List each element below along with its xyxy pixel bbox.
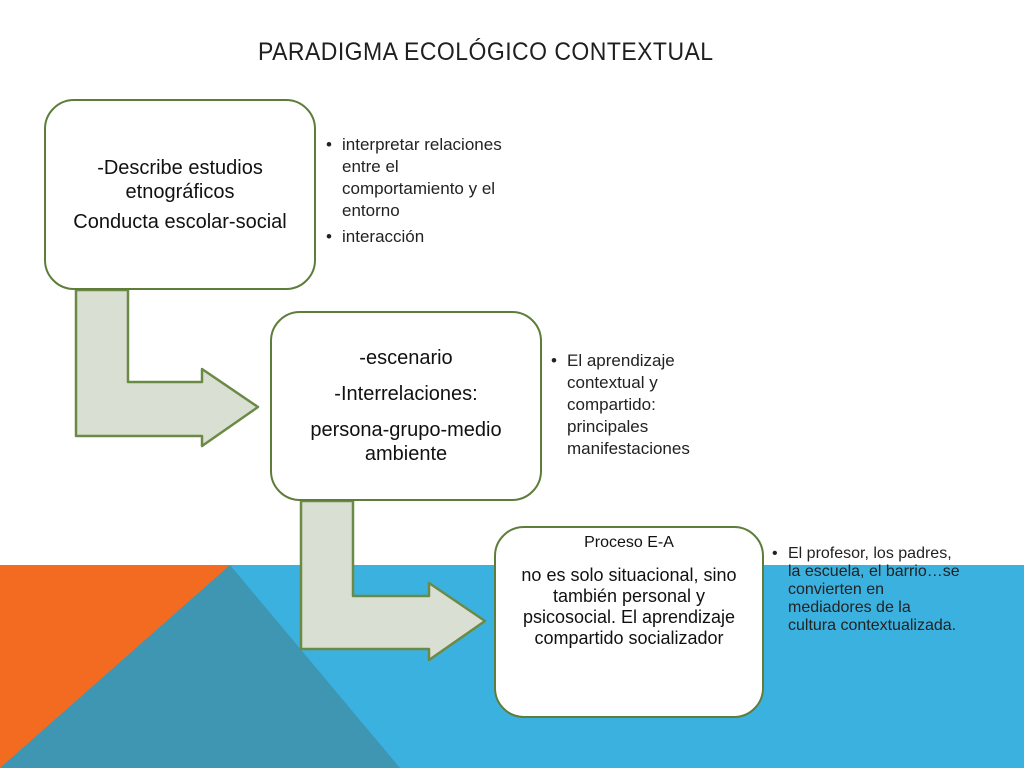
box3-line1: Proceso E-A — [584, 534, 674, 551]
bullet-item: El aprendizaje contextual y compartido: … — [551, 350, 731, 460]
box2-line1: -escenario — [359, 347, 453, 369]
bent-arrow-1 — [74, 288, 260, 448]
box1-line2: Conducta escolar-social — [73, 210, 287, 233]
slide-title: PARADIGMA ECOLÓGICO CONTEXTUAL — [258, 38, 714, 66]
box1-bullet-list: interpretar relaciones entre el comporta… — [326, 134, 506, 252]
box3-bullet-list: El profesor, los padres, la escuela, el … — [772, 545, 962, 639]
bent-arrow-2 — [299, 499, 487, 662]
bullet-item: El profesor, los padres, la escuela, el … — [772, 545, 962, 635]
stage-box-2: -escenario -Interrelaciones: persona-gru… — [270, 311, 542, 501]
bullet-item: interacción — [326, 226, 506, 248]
box2-bullet-list: El aprendizaje contextual y compartido: … — [551, 350, 731, 464]
box2-line3: persona-grupo-medio ambiente — [310, 419, 502, 465]
stage-box-1: -Describe estudios etnográficos Conducta… — [44, 99, 316, 290]
orange-triangle — [0, 565, 230, 768]
stage-box-3: Proceso E-A no es solo situacional, sino… — [494, 526, 764, 718]
box1-line1: -Describe estudios etnográficos — [97, 156, 263, 203]
box3-line2: no es solo situacional, sino también per… — [521, 565, 737, 648]
box2-line2: -Interrelaciones: — [334, 383, 478, 405]
bullet-item: interpretar relaciones entre el comporta… — [326, 134, 506, 222]
